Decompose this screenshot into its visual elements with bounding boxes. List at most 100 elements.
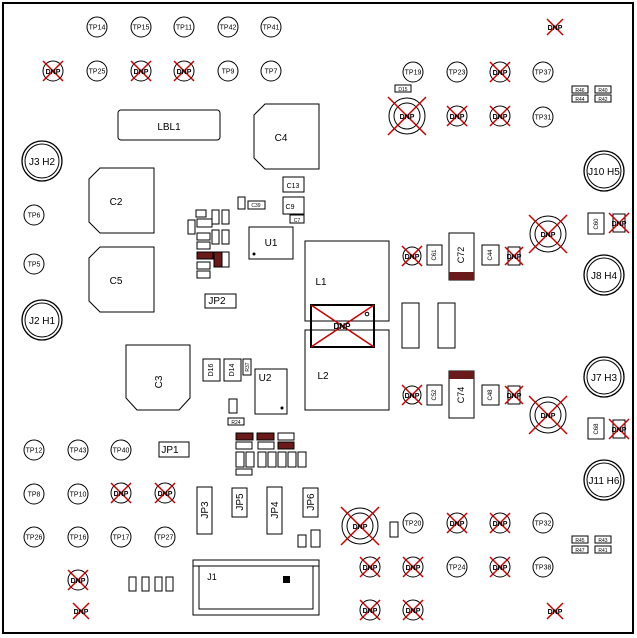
test-point-label: TP7	[265, 69, 278, 76]
resistor-r-vert-a	[297, 534, 307, 548]
u2-text: U2	[259, 373, 272, 384]
c61-text: C61	[432, 249, 438, 261]
test-point: TP5	[23, 253, 45, 275]
test-point: TP19	[402, 61, 424, 83]
test-point: TP25	[86, 60, 108, 82]
j3-text: J3 H2	[29, 157, 56, 168]
jp3-text: JP3	[200, 501, 211, 519]
dnp-text: DNP	[134, 69, 149, 76]
ic-u1: U1	[248, 226, 294, 260]
dnp-marker: DNP	[489, 556, 511, 578]
hole-j10: J10 H5	[583, 150, 625, 192]
test-point-label: TP10	[70, 492, 87, 499]
c5-text: C5	[110, 276, 123, 287]
dnp-text: DNP	[548, 25, 563, 32]
test-point: TP11	[173, 16, 195, 38]
dnp-marker: DNP	[489, 512, 511, 534]
cap-c48: C48	[481, 384, 500, 406]
c13-text: C13	[287, 183, 300, 190]
dnp-marker: DNP	[546, 602, 564, 620]
jumper-jp1: JP1	[158, 441, 190, 458]
jp2-text: JP2	[208, 296, 226, 307]
test-point: TP43	[67, 439, 89, 461]
test-point: TP20	[402, 512, 424, 534]
dnp-marker: DNP	[401, 245, 423, 267]
cap-c52: C52	[426, 384, 443, 406]
dnp-marker: DNP	[546, 18, 564, 36]
test-point-label: TP15	[133, 25, 150, 32]
diode-d14: D14	[223, 358, 242, 382]
cap-c44: C44	[481, 244, 500, 266]
dnp-marker: DNP	[42, 60, 64, 82]
inductor-l2: L2	[304, 329, 390, 411]
diode-d16: D16	[202, 358, 221, 382]
resistor-array-top: R46 R40 R44 R42	[571, 85, 612, 103]
cap-c3: C3	[125, 344, 191, 411]
dnp-text: DNP	[363, 565, 378, 572]
resistor-cluster-b	[235, 432, 307, 476]
test-point-label: TP6	[28, 213, 41, 220]
dnp-text: DNP	[405, 393, 420, 400]
test-point: TP31	[532, 106, 554, 128]
dnp-text: DNP	[177, 69, 192, 76]
dnp-marker: DNP	[130, 60, 152, 82]
dnp-text: DNP	[548, 609, 563, 616]
dnp-text: DNP	[400, 114, 415, 121]
dnp-text: DNP	[71, 578, 86, 585]
test-point: TP10	[67, 483, 89, 505]
inductor-dnp-footprint: DNP	[310, 304, 375, 348]
r45-text: R45	[575, 538, 584, 544]
c4-text: C4	[275, 133, 288, 144]
shunt-resistor-b	[437, 302, 456, 349]
dnp-marker: DNP	[154, 482, 176, 504]
resistor-r24: R24	[227, 417, 245, 426]
test-point-label: TP25	[89, 69, 106, 76]
dnp-text: DNP	[114, 491, 129, 498]
cap-c2: C2	[88, 167, 155, 234]
jumper-jp3: JP3	[196, 486, 213, 535]
r42-text: R42	[598, 97, 607, 103]
dnp-marker: DNP	[402, 599, 424, 621]
test-point: TP32	[532, 512, 554, 534]
test-point: TP9	[217, 60, 239, 82]
lbl1-text: LBL1	[157, 122, 181, 133]
resistor-r-small	[228, 398, 238, 414]
dnp-marker: DNP	[528, 395, 568, 435]
dnp-text: DNP	[450, 521, 465, 528]
c48-text: C48	[488, 389, 494, 401]
resistor-r-vert-b	[310, 529, 321, 548]
resistor-cluster-a	[187, 196, 246, 279]
cap-c60: C60	[587, 212, 605, 235]
u1-text: U1	[265, 238, 278, 249]
dnp-text: DNP	[493, 521, 508, 528]
dnp-marker: DNP	[504, 246, 524, 266]
c9-text: C9	[286, 204, 295, 211]
dnp-text: DNP	[363, 608, 378, 615]
j11-text: J11 H6	[589, 476, 620, 487]
dnp-text: DNP	[158, 491, 173, 498]
c68-text: C68	[594, 423, 600, 435]
cap-c68: C68	[587, 417, 605, 440]
resistor-row-bottom	[128, 576, 174, 592]
c72-text: C72	[456, 247, 466, 264]
test-point-label: TP41	[263, 25, 280, 32]
dnp-text: DNP	[541, 413, 556, 420]
d16-text: D16	[208, 363, 215, 376]
label-lbl1: LBL1	[117, 109, 221, 141]
cap-c9: C9	[282, 196, 305, 215]
r46-text: R46	[575, 88, 584, 94]
dnp-text: DNP	[406, 608, 421, 615]
jumper-jp4: JP4	[266, 486, 283, 535]
test-point-label: TP37	[535, 70, 552, 77]
j8-text: J8 H4	[591, 271, 618, 282]
test-point: TP42	[217, 16, 239, 38]
test-point: TP7	[260, 60, 282, 82]
dnp-marker: DNP	[489, 61, 511, 83]
dnp-text: DNP	[353, 524, 368, 531]
dnp-marker: DNP	[446, 512, 468, 534]
dnp-text: DNP	[493, 114, 508, 121]
c44-text: C44	[488, 249, 494, 261]
test-point-label: TP26	[26, 535, 43, 542]
cap-c5: C5	[88, 246, 155, 313]
cap-c4: C4	[253, 103, 320, 170]
